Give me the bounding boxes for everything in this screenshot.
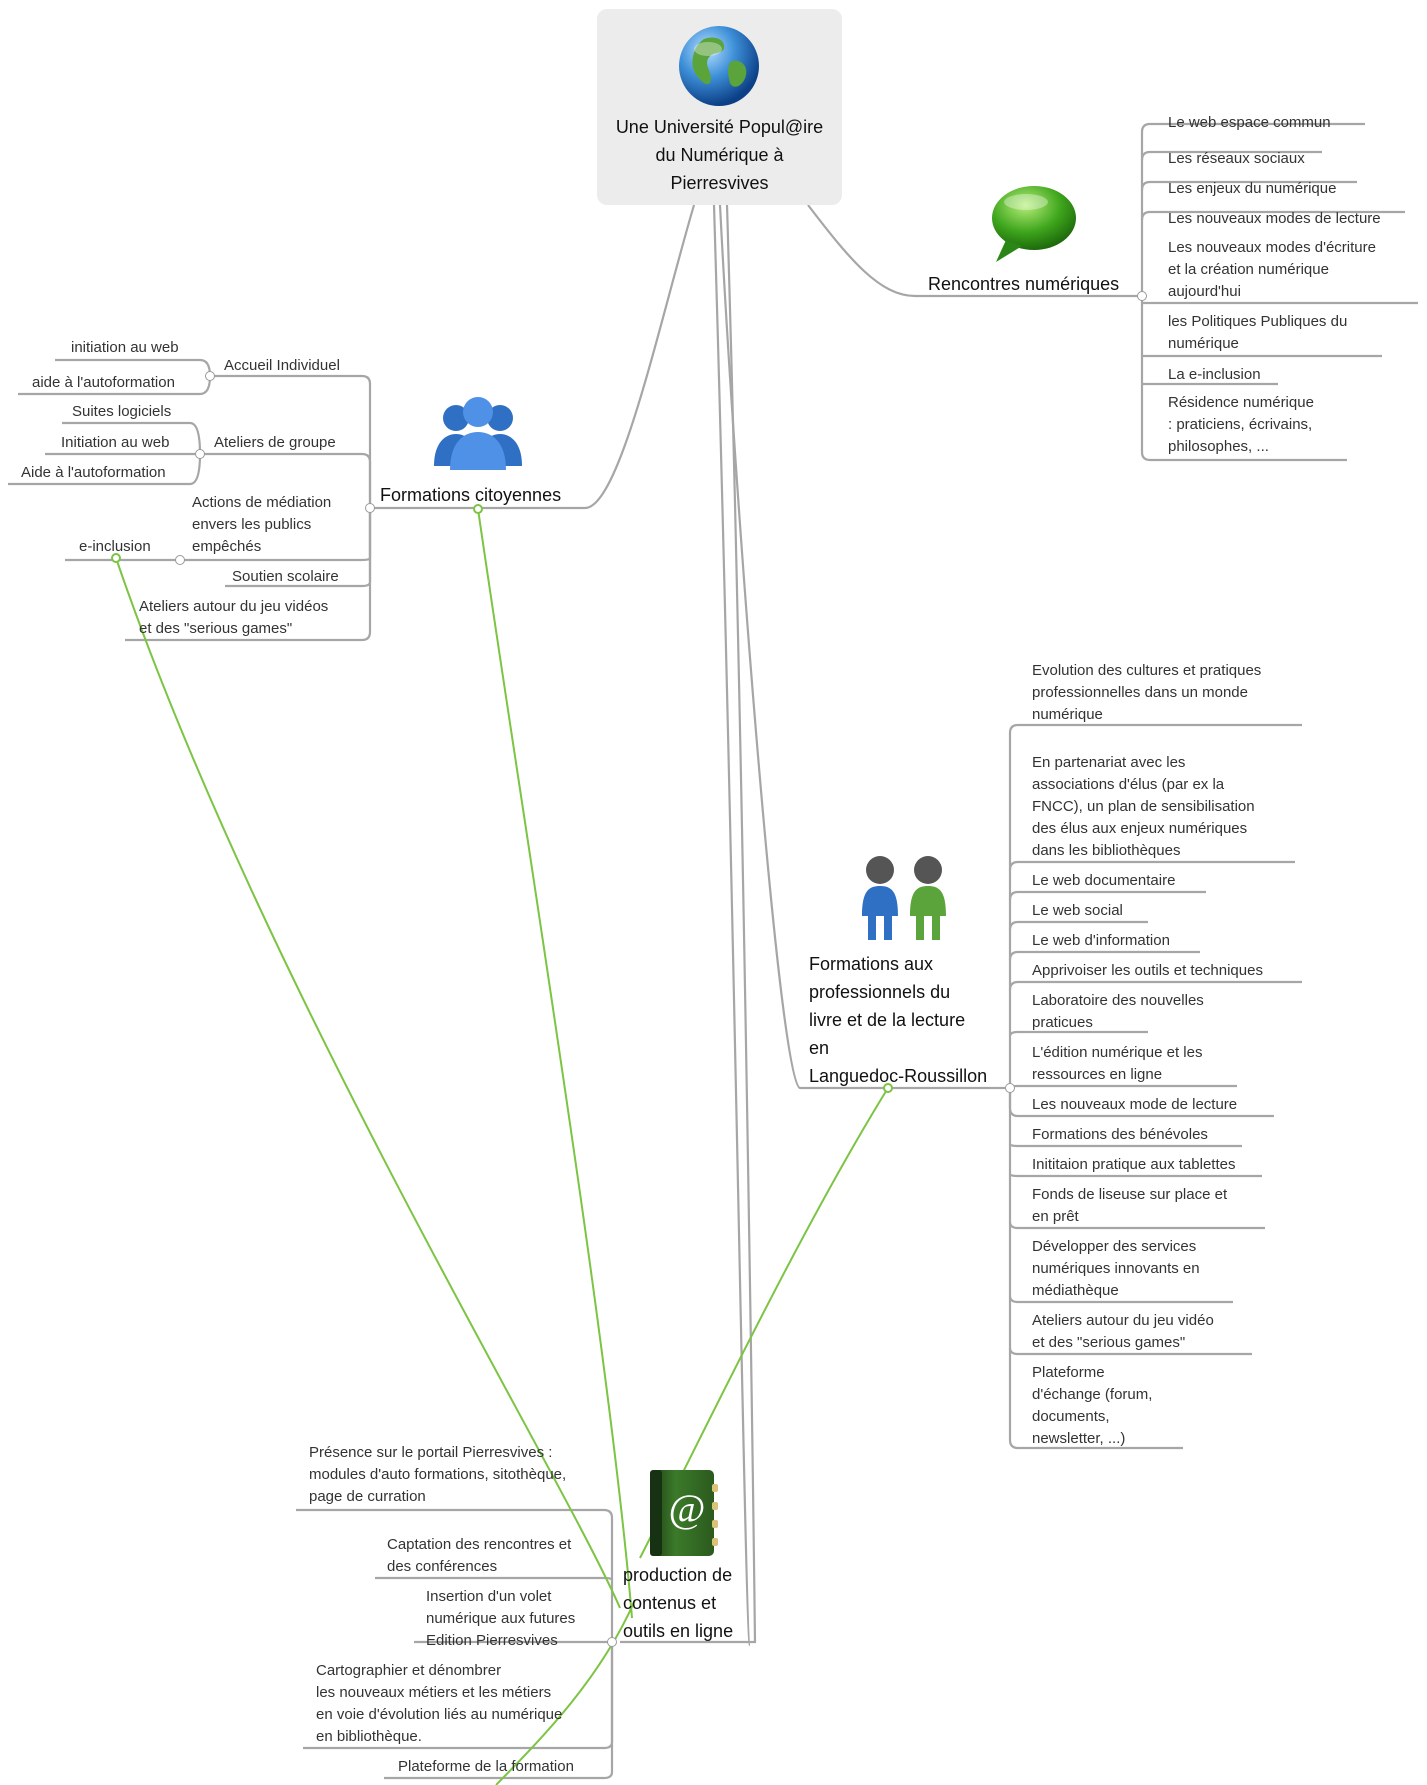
professionnels-title[interactable]: Formations aux professionnels du livre e… bbox=[809, 954, 988, 1086]
e-inclusion[interactable]: e-inclusion bbox=[79, 538, 151, 555]
prof-item[interactable]: Le web documentaire bbox=[1032, 872, 1176, 889]
prof-item[interactable]: En partenariat avec les associations d'é… bbox=[1032, 754, 1255, 859]
prof-item[interactable]: Inititaion pratique aux tablettes bbox=[1032, 1156, 1236, 1173]
rencontres-item[interactable]: Résidence numérique : praticiens, écriva… bbox=[1168, 394, 1314, 455]
prof-item[interactable]: Ateliers autour du jeu vidéo et des "ser… bbox=[1032, 1312, 1214, 1351]
prof-item[interactable]: Les nouveaux mode de lecture bbox=[1032, 1096, 1238, 1113]
accueil-child[interactable]: initiation au web bbox=[71, 339, 179, 356]
relation-production-bottom bbox=[495, 1599, 636, 1785]
prof-item[interactable]: Evolution des cultures et pratiques prof… bbox=[1032, 662, 1262, 723]
ateliers-jeux[interactable]: Ateliers autour du jeu vidéos et des "se… bbox=[139, 598, 329, 637]
prof-item[interactable]: Laboratoire des nouvelles praticues bbox=[1032, 992, 1204, 1031]
ateliers-child[interactable]: Suites logiciels bbox=[72, 403, 172, 420]
production-title[interactable]: production de contenus et outils en lign… bbox=[623, 1565, 734, 1641]
ateliers-groupe[interactable]: Ateliers de groupe bbox=[214, 434, 336, 451]
speech-bubble-icon bbox=[992, 186, 1076, 262]
production-item[interactable]: Cartographier et dénombrer les nouveaux … bbox=[316, 1662, 563, 1745]
svg-text:@: @ bbox=[669, 1486, 706, 1531]
branch-root-production bbox=[620, 204, 757, 1644]
rencontres-item[interactable]: Les nouveaux modes d'écriture et la créa… bbox=[1168, 239, 1376, 300]
production-item[interactable]: Insertion d'un volet numérique aux futur… bbox=[426, 1588, 576, 1649]
globe-icon bbox=[679, 26, 759, 106]
prof-item[interactable]: Plateforme d'échange (forum, documents, … bbox=[1032, 1364, 1153, 1447]
prof-item[interactable]: Apprivoiser les outils et techniques bbox=[1032, 962, 1263, 979]
citoyennes-title[interactable]: Formations citoyennes bbox=[380, 485, 562, 505]
branch-root-citoyennes bbox=[370, 204, 696, 510]
rencontres-item[interactable]: les Politiques Publiques du numérique bbox=[1168, 313, 1348, 352]
accueil-child[interactable]: aide à l'autoformation bbox=[32, 374, 175, 391]
rencontres-title[interactable]: Rencontres numériques bbox=[928, 274, 1120, 294]
branch-root-line2 bbox=[712, 204, 752, 1647]
group-of-people-icon bbox=[434, 397, 522, 470]
rencontres-item[interactable]: Les nouveaux modes de lecture bbox=[1168, 210, 1381, 227]
prof-item[interactable]: L'édition numérique et les ressources en… bbox=[1032, 1044, 1203, 1083]
prof-item[interactable]: Fonds de liseuse sur place et en prêt bbox=[1032, 1186, 1228, 1225]
prof-item[interactable]: Le web social bbox=[1032, 902, 1123, 919]
accueil-individuel[interactable]: Accueil Individuel bbox=[224, 357, 340, 374]
production-item[interactable]: Captation des rencontres et des conféren… bbox=[387, 1536, 572, 1575]
relation-einclusion-production bbox=[115, 557, 621, 1609]
prof-item[interactable]: Formations des bénévoles bbox=[1032, 1126, 1208, 1143]
rencontres-item[interactable]: La e-inclusion bbox=[1168, 366, 1261, 383]
relation-citoyennes-production bbox=[477, 508, 633, 1619]
branch-root-professionnels bbox=[718, 204, 1010, 1090]
production-item[interactable]: Plateforme de la formation bbox=[398, 1758, 574, 1775]
ateliers-child[interactable]: Initiation au web bbox=[61, 434, 170, 451]
branch-root-rencontres bbox=[807, 204, 1142, 298]
root-topic[interactable]: Une Université Popul@ire du Numérique à … bbox=[597, 9, 842, 205]
soutien-scolaire[interactable]: Soutien scolaire bbox=[232, 568, 339, 585]
prof-item[interactable]: Le web d'information bbox=[1032, 932, 1170, 949]
actions-mediation[interactable]: Actions de médiation envers les publics … bbox=[192, 494, 332, 555]
two-people-icon bbox=[862, 856, 946, 940]
rencontres-item[interactable]: Le web espace commun bbox=[1168, 114, 1331, 131]
production-item[interactable]: Présence sur le portail Pierresvives : m… bbox=[309, 1444, 567, 1505]
rencontres-item[interactable]: Les enjeux du numérique bbox=[1168, 180, 1337, 197]
rencontres-item[interactable]: Les réseaux sociaux bbox=[1168, 150, 1305, 167]
root-title: Une Université Popul@ire du Numérique à … bbox=[615, 117, 824, 193]
ateliers-child[interactable]: Aide à l'autoformation bbox=[21, 464, 166, 481]
address-book-at-icon: @ bbox=[650, 1470, 718, 1556]
prof-item[interactable]: Développer des services numériques innov… bbox=[1032, 1238, 1200, 1299]
